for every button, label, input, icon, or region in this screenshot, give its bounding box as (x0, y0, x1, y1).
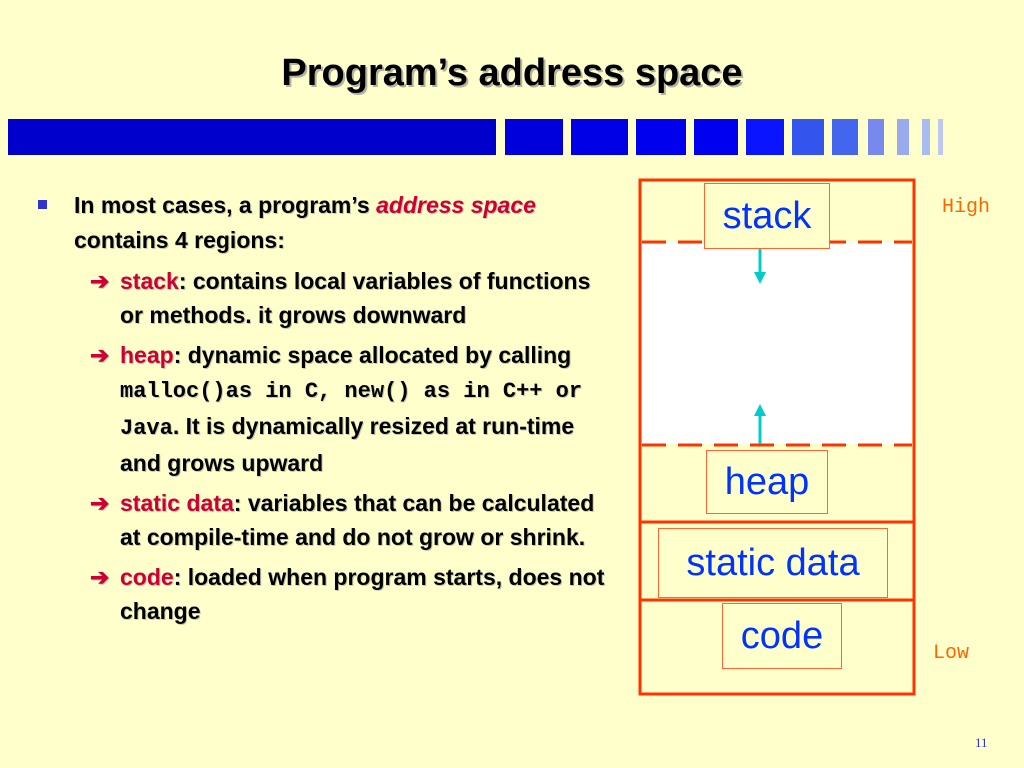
subitem-key: stack (120, 268, 179, 294)
main-bullet: In most cases, a program’s address space… (38, 188, 608, 258)
subitem-code-region: ➔ code: loaded when program starts, does… (38, 560, 608, 628)
subitem-key: heap (120, 342, 174, 368)
page-number: 11 (975, 735, 988, 750)
subitem-key: static data (120, 490, 234, 516)
code-region-label: code (722, 603, 842, 669)
main-bullet-suffix: contains 4 regions: (74, 227, 285, 253)
stack-region-label: stack (704, 183, 830, 249)
low-address-label: Low (933, 642, 970, 665)
subitem-key: code (120, 564, 174, 590)
subitem-code: malloc()as in C, new() as in C++ or Java (120, 379, 583, 441)
square-bullet-icon (38, 200, 47, 209)
right-arrow-icon: ➔ (90, 268, 110, 294)
subitem-text: : variables that can be calculated at co… (120, 490, 595, 550)
free-space (642, 242, 912, 444)
subitem-static-data: ➔ static data: variables that can be cal… (38, 486, 608, 554)
heap-grow-up-arrow-icon (754, 404, 766, 444)
subitem-text: : loaded when program starts, does not c… (120, 564, 605, 624)
subitem-text-before: : dynamic space allocated by calling (173, 342, 572, 368)
static-data-region-label: static data (658, 528, 888, 598)
subitem-text-after: . It is dynamically resized at run-time … (120, 413, 575, 476)
address-space-emphasis: address space (376, 192, 536, 218)
main-bullet-prefix: In most cases, a program’s (74, 192, 370, 218)
subitem-heap: ➔ heap: dynamic space allocated by calli… (38, 338, 608, 480)
memory-layout-svg (638, 178, 916, 696)
right-arrow-icon: ➔ (90, 342, 110, 368)
address-space-diagram: stack heap static data code (638, 178, 918, 696)
high-address-label: High (942, 196, 991, 219)
heap-region-label: heap (706, 450, 828, 514)
slide-title: Program’s address space (281, 52, 743, 94)
subitem-stack: ➔ stack: contains local variables of fun… (38, 264, 608, 332)
right-arrow-icon: ➔ (90, 564, 110, 590)
bullet-list: In most cases, a program’s address space… (38, 188, 608, 628)
stack-grow-down-arrow-icon (754, 246, 766, 284)
subitem-text: : contains local variables of functions … (120, 268, 591, 328)
right-arrow-icon: ➔ (90, 490, 110, 516)
